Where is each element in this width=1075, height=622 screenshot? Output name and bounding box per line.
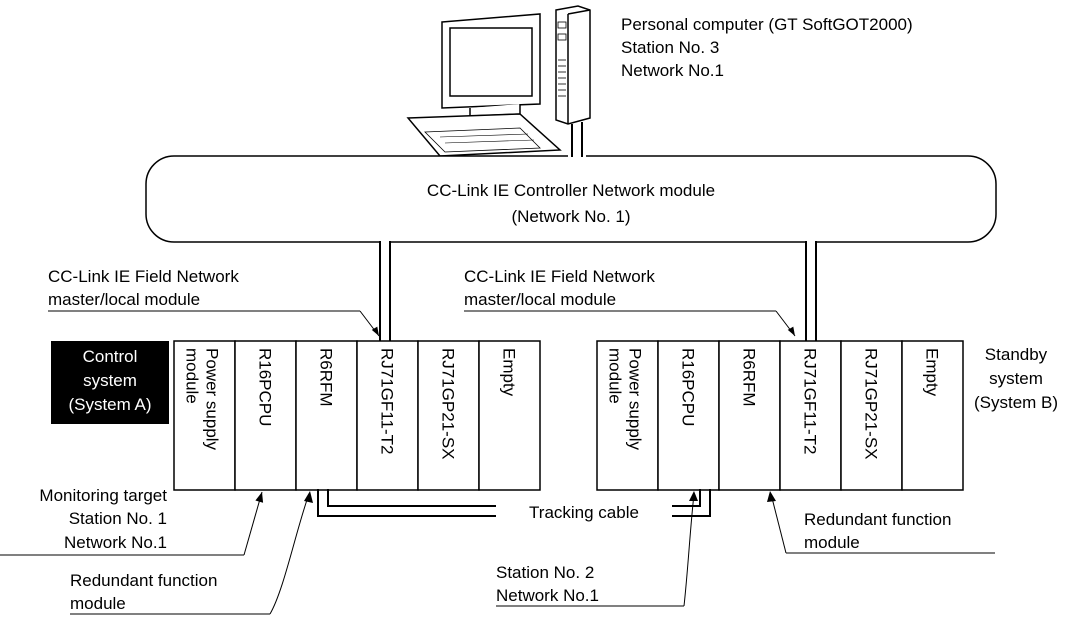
system-a-module-4 [417,340,480,491]
system-b-module-2 [718,340,781,491]
pc-name-label: Personal computer (GT SoftGOT2000) [621,15,913,34]
network-drop-system-b [805,241,817,341]
callout-left-line1: CC-Link IE Field Network [48,267,239,286]
tracking-cable-label: Tracking cable [529,503,639,522]
system-b-module-1-label-0: R16PCPU [679,348,698,426]
pc-network-label: Network No.1 [621,61,724,80]
system-b-module-5-label-0: Empty [923,348,942,397]
system-a-module-3-label-0: RJ71GF11-T2 [378,348,397,454]
redundant-left-arrow [269,493,310,615]
system-b-module-3-label-0: RJ71GF11-T2 [801,348,820,454]
redundant-right-arrow [770,493,787,554]
system-a-module-5 [478,340,541,491]
system-b-module-0-label-0: Power supply [626,348,645,451]
system-b-label-line2: system [989,369,1043,388]
pc-station-label: Station No. 3 [621,38,719,57]
system-a-module-2-label-0: R6RFM [317,348,336,407]
network-title: CC-Link IE Controller Network module [427,181,715,200]
system-a-label-line3: (System A) [68,395,151,414]
system-a-label-line2: system [83,371,137,390]
callout-left-line2: master/local module [48,290,200,309]
system-b-module-0-label-1: module [606,348,625,404]
monitoring-target-line3: Network No.1 [64,533,167,552]
system-b-module-4 [840,340,903,491]
station2-line1: Station No. 2 [496,563,594,582]
monitoring-target-arrow [243,491,263,556]
system-a-module-0-label-1: module [183,348,202,404]
system-b-module-1 [657,340,720,491]
network-drop-system-a [379,241,391,341]
redundant-right-line2: module [804,533,860,552]
system-a-module-3 [356,340,419,491]
system-b-module-2-label-0: R6RFM [740,348,759,407]
redundant-right-line1: Redundant function [804,510,951,529]
system-a-module-4-label-0: RJ71GP21-SX [439,348,458,460]
system-b-module-0 [596,340,659,491]
system-b-module-5 [901,340,964,491]
callout-right-line2: master/local module [464,290,616,309]
system-a-module-1-label-0: R16PCPU [256,348,275,426]
callout-right-line1: CC-Link IE Field Network [464,267,655,286]
monitoring-target-line2: Station No. 1 [69,509,167,528]
system-a-label-box [51,341,169,424]
system-b-module-4-label-0: RJ71GP21-SX [862,348,881,460]
personal-computer-icon [406,5,591,157]
station2-line2: Network No.1 [496,586,599,605]
system-b-label-line1: Standby [985,345,1048,364]
monitoring-target-line1: Monitoring target [39,486,167,505]
system-a-module-5-label-0: Empty [500,348,519,397]
pc-network-cable [571,122,583,156]
redundant-left-line2: module [70,594,126,613]
redundant-left-line1: Redundant function [70,571,217,590]
system-b-label-line3: (System B) [974,393,1058,412]
network-number: (Network No. 1) [511,207,630,226]
tracking-cable [317,489,711,517]
system-a-module-0-label-0: Power supply [203,348,222,451]
system-b-module-3 [779,340,842,491]
system-a-label-line1: Control [83,347,138,366]
system-a-module-2 [295,340,358,491]
station2-arrow [683,493,695,607]
system-a-module-1 [234,340,297,491]
